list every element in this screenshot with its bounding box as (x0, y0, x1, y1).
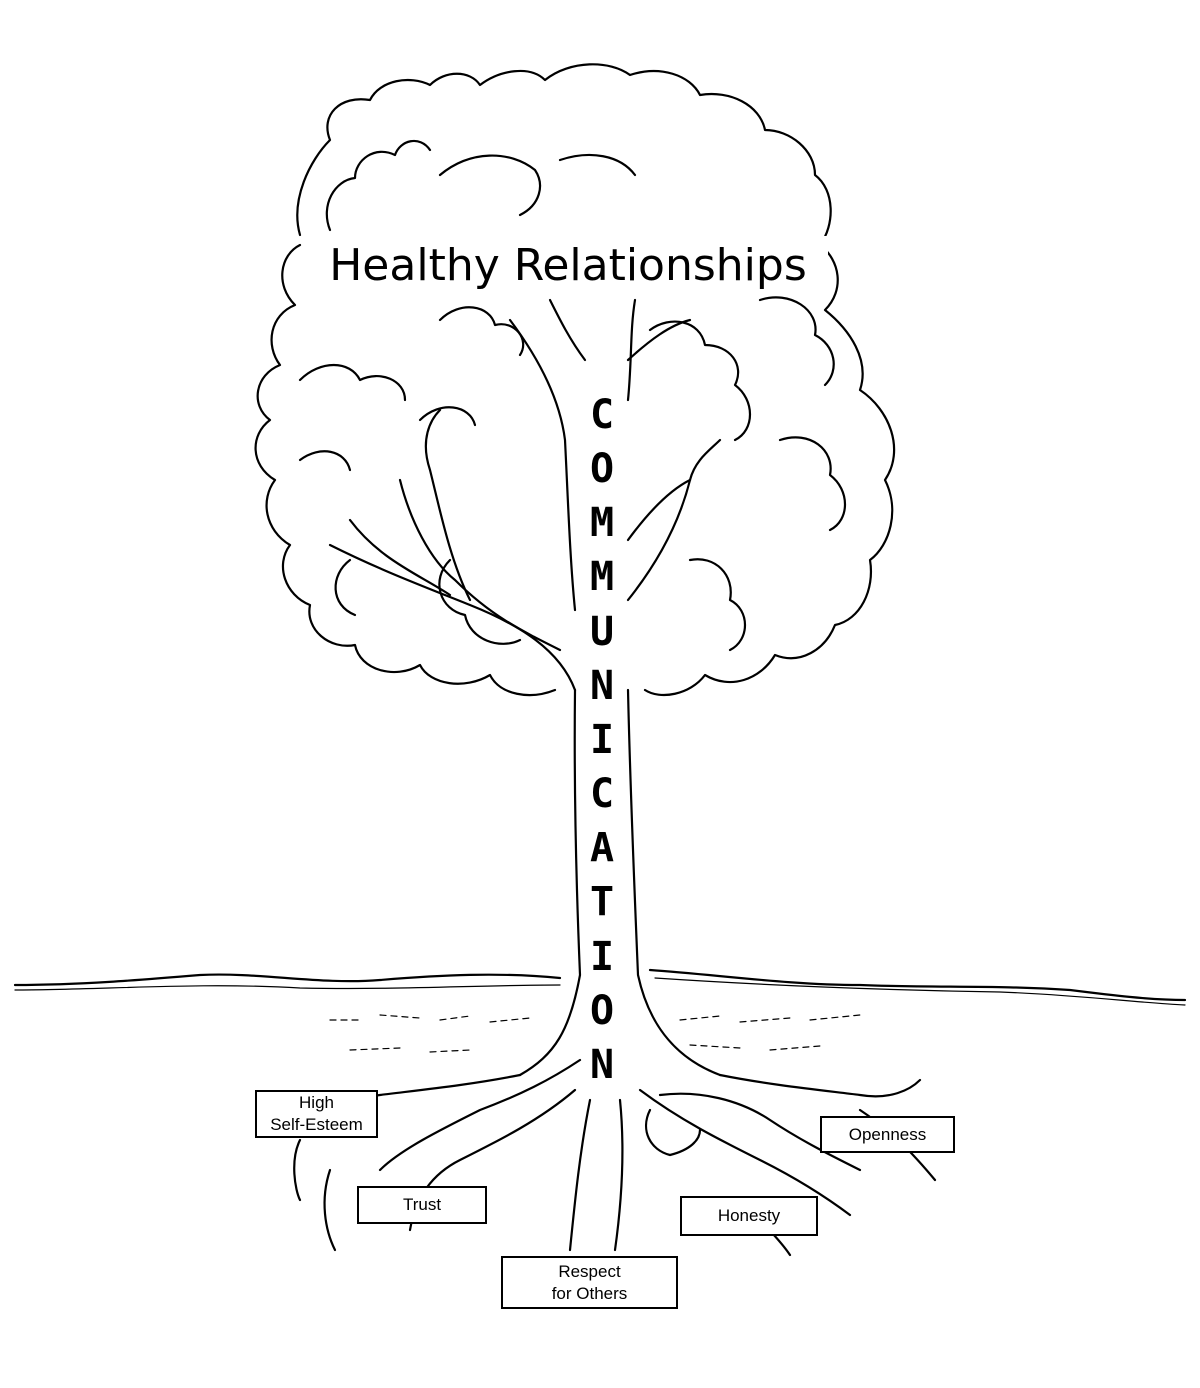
trunk-letter: A (589, 825, 615, 872)
root-label-trust: Trust (357, 1186, 487, 1224)
trunk-word-communication: C O M M U N I C A T I O N (582, 395, 622, 1085)
trunk-letter: O (589, 446, 615, 493)
trunk-letter: M (589, 500, 615, 547)
trunk-letter: C (589, 771, 615, 818)
root-right (718, 1073, 922, 1098)
trunk-letter: U (589, 608, 615, 655)
ground-line (13, 968, 1187, 1002)
trunk-letter: I (589, 933, 615, 980)
root-label-openness: Openness (820, 1116, 955, 1153)
diagram-title: Healthy Relationships (308, 236, 828, 294)
root-label-self-esteem: High Self-Esteem (255, 1090, 378, 1138)
trunk-letter: M (589, 554, 615, 601)
trunk-letter: O (589, 987, 615, 1034)
root-label-line: Respect (558, 1261, 621, 1281)
root-label-honesty: Honesty (680, 1196, 818, 1236)
tree-trunk-left (518, 688, 582, 1077)
trunk-letter: N (589, 1041, 615, 1088)
root-label-text: Trust (402, 1195, 442, 1214)
root-label-line: for Others (551, 1283, 628, 1303)
tree-canopy (296, 63, 896, 697)
trunk-letter: I (589, 716, 615, 763)
tree-trunk-right (626, 688, 722, 1077)
trunk-letter: C (589, 392, 615, 438)
root-label-line: Self-Esteem (270, 1115, 363, 1134)
trunk-letter: T (589, 879, 615, 926)
root-label-text: Openness (848, 1124, 927, 1144)
trunk-letter: N (589, 662, 615, 709)
root-label-line: High (299, 1093, 334, 1112)
root-label-respect: Respect for Others (501, 1256, 678, 1309)
root-label-text: Honesty (717, 1206, 781, 1225)
